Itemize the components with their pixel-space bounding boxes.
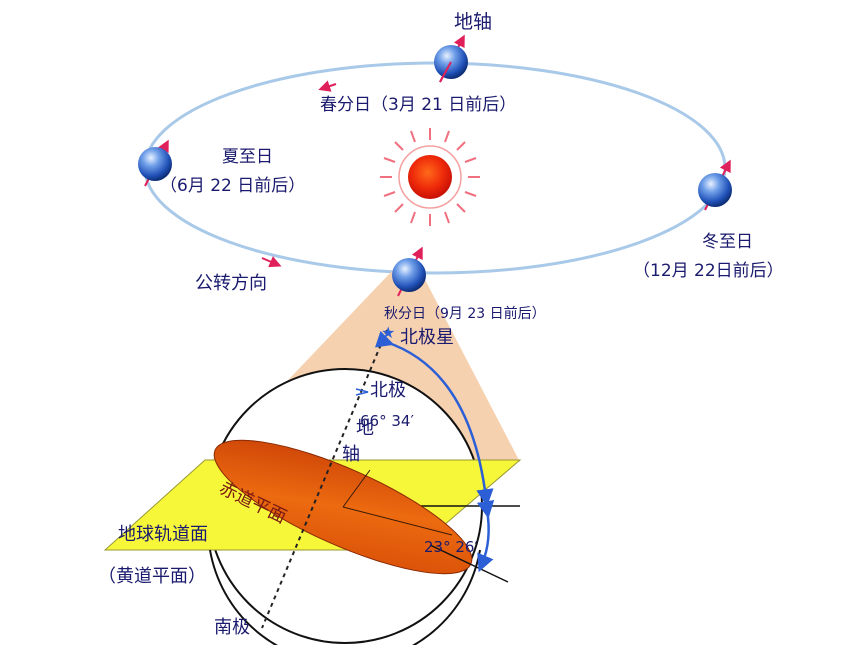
label-ecliptic-plane: （黄道平面） (98, 566, 206, 587)
earth-autumn-equinox (392, 246, 426, 297)
label-polaris: 北极星 (400, 327, 454, 348)
label-obliquity-angle: 23° 26′ (424, 538, 478, 556)
label-summer-solstice-date: （6月 22 日前后） (160, 176, 305, 196)
equator-extension-line (429, 544, 509, 583)
axis-angle-arc (374, 330, 494, 507)
earth-winter-solstice (698, 159, 732, 211)
orbit-direction-arrow-top (318, 80, 337, 92)
label-spring-equinox: 春分日（3月 21 日前后） (320, 95, 516, 115)
sun-icon (380, 128, 480, 226)
earth-axis-line (261, 329, 388, 629)
label-winter-solstice-date: （12月 22日前后） (633, 261, 784, 281)
obliquity-angle-arc (476, 499, 495, 573)
label-winter-solstice-name: 冬至日 (702, 232, 753, 252)
orbit-direction-arrow-left (261, 256, 282, 268)
label-revolution-direction: 公转方向 (195, 273, 267, 294)
label-axis-char-2: 轴 (342, 444, 360, 465)
sphere-lower-arc (209, 549, 481, 645)
label-autumn-equinox: 秋分日（9月 23 日前后） (384, 305, 546, 322)
north-pole-marker-icon (355, 388, 369, 396)
label-summer-solstice-name: 夏至日 (222, 147, 273, 167)
polaris-star-icon: ★ (381, 323, 395, 342)
earth-spring-equinox (434, 34, 468, 83)
label-orbit-plane: 地球轨道面 (118, 524, 208, 545)
label-earth-axis: 地轴 (454, 11, 492, 33)
label-axis-angle: 66° 34′ (360, 412, 414, 430)
label-south-pole: 南极 (214, 617, 250, 638)
label-axis-char-1: 地 (356, 418, 374, 439)
earth-summer-solstice (138, 139, 172, 187)
label-north-pole: 北极 (370, 380, 406, 401)
